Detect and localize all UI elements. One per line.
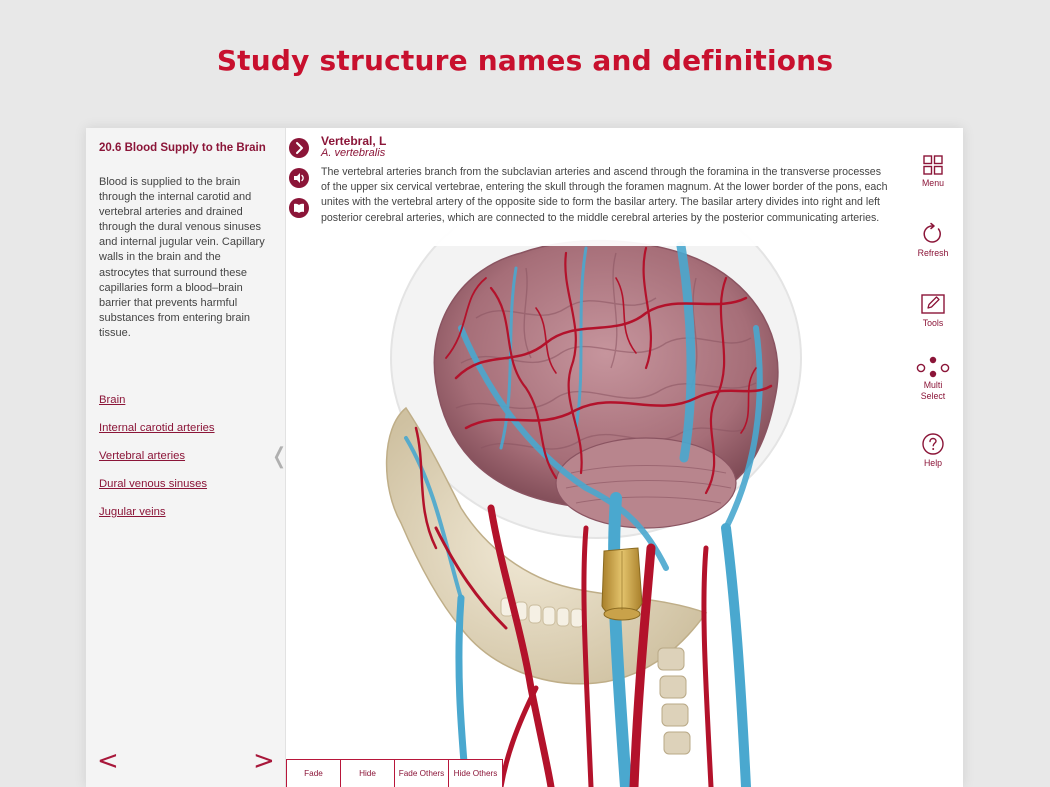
chevron-right-icon [296,142,303,154]
cerebral-arteries[interactable] [445,246,773,495]
help-icon [922,433,944,455]
vertebral-arteries[interactable] [581,525,714,787]
cerebellum[interactable] [555,437,737,529]
refresh-label: Refresh [917,248,949,258]
hide-others-button[interactable]: Hide Others [453,769,498,778]
audio-pronunciation-button[interactable] [289,168,309,188]
visibility-toolbar: Fade Hide Fade Others Hide Others [286,759,503,787]
page-headline: Study structure names and definitions [216,44,834,77]
speaker-icon [294,173,304,183]
structure-name: Vertebral, L [321,134,387,148]
pencil-icon [921,294,945,314]
link-internal-carotid-arteries[interactable]: Internal carotid arteries [99,422,215,434]
section-body: Blood is supplied to the brain through t… [99,176,265,339]
link-jugular-veins[interactable]: Jugular veins [99,506,166,518]
structure-definition: The vertebral arteries branch from the s… [321,166,888,224]
structure-info-panel: Vertebral, L A. vertebralis The vertebra… [286,128,903,246]
link-dural-venous-sinuses[interactable]: Dural venous sinuses [99,478,208,490]
help-button[interactable]: Help [903,432,963,469]
book-icon [294,203,304,213]
link-vertebral-arteries[interactable]: Vertebral arteries [99,450,186,462]
app-window: 20.6 Blood Supply to the Brain Blood is … [86,128,963,787]
structure-link-list: Brain Internal carotid arteries Vertebra… [99,393,274,533]
section-title: 20.6 Blood Supply to the Brain [99,142,266,154]
link-brain[interactable]: Brain [99,394,126,406]
tools-label: Tools [922,318,944,328]
grid-icon [923,155,943,175]
vertebral-artery-highlight[interactable] [601,547,643,621]
multi-select-button[interactable]: Multi Select [903,356,963,401]
open-book-button[interactable] [289,198,309,218]
collapse-panel-handle[interactable]: ❬ [270,444,289,469]
fade-others-button[interactable]: Fade Others [395,760,449,787]
refresh-button[interactable]: Refresh [903,222,963,259]
hide-button[interactable]: Hide [341,760,395,787]
multi-select-label: Multi Select [920,380,946,401]
left-panel: 20.6 Blood Supply to the Brain Blood is … [86,128,289,787]
prev-page-button[interactable]: < [97,746,119,776]
fade-button[interactable]: Fade [287,760,341,787]
expand-info-button[interactable] [289,138,309,158]
structure-latin-name: A. vertebralis [321,147,386,159]
head-vasculature-model [385,177,802,787]
help-label: Help [923,458,943,468]
tools-button[interactable]: Tools [903,292,963,329]
menu-button[interactable]: Menu [903,154,963,189]
anatomy-viewport[interactable] [286,128,903,787]
multi-select-icon [916,356,950,378]
right-toolbar: Menu Refresh Tools Multi Select [903,128,963,787]
menu-label: Menu [921,178,944,188]
refresh-icon [923,222,941,243]
cervical-vertebrae[interactable] [657,647,691,755]
next-page-button[interactable]: > [253,746,275,776]
